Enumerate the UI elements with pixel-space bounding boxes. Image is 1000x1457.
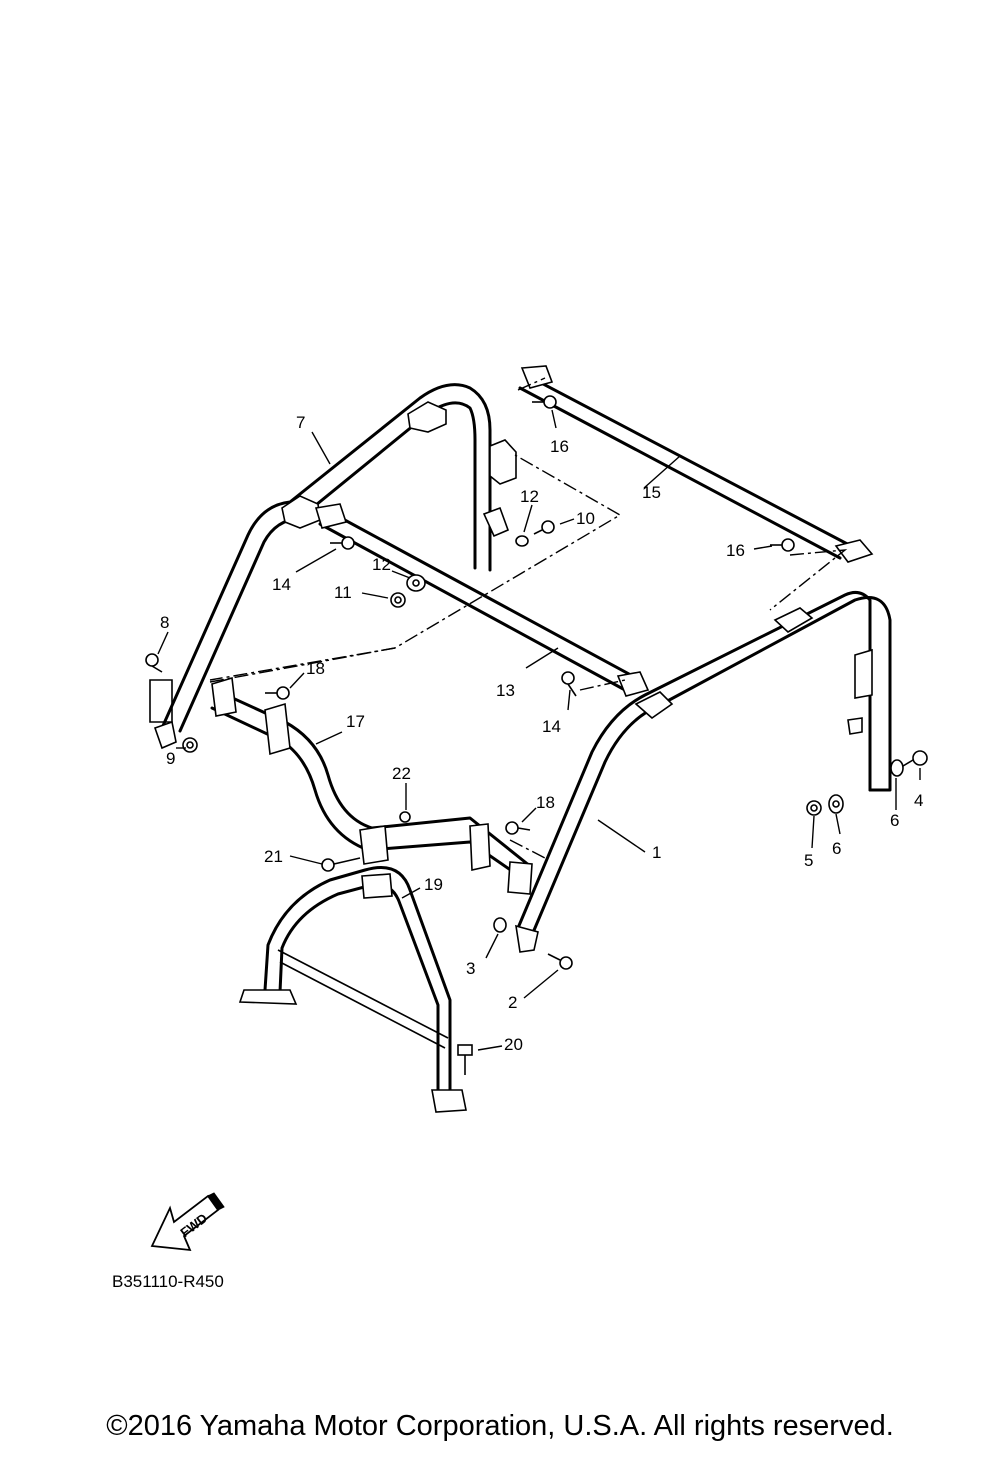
roll-hoop-left [153,383,517,750]
bolt-16-upper [532,395,557,409]
lower-cross-bar [210,676,533,895]
collar-12-lower [406,574,426,592]
callout-4: 4 [914,791,923,810]
callout-5: 5 [804,851,813,870]
leader-lines [157,409,921,1051]
bolt-14-right [561,671,577,697]
callout-13: 13 [496,681,515,700]
washer-22 [399,811,411,823]
callout-11: 11 [334,583,352,602]
callout-16-right: 16 [726,541,745,560]
bolt-4 [902,750,928,767]
callout-7: 7 [296,413,305,432]
bolt-16-right [770,538,795,552]
callout-6-right: 6 [890,811,899,830]
bolt-18-left [265,686,290,700]
callout-14-right: 14 [542,717,561,736]
alignment-line-upper-rear [517,377,546,391]
bolt-10 [533,520,555,535]
callout-16-upper: 16 [550,437,569,456]
callout-22: 22 [392,764,411,783]
nut-11 [390,592,406,608]
bracket-line-left [149,679,173,723]
callout-19: 19 [424,875,443,894]
callout-9: 9 [166,749,175,768]
washer-3 [493,917,507,933]
alignment-line-lower [509,839,546,859]
callout-3: 3 [466,959,475,978]
callout-14-left: 14 [272,575,291,594]
callout-numbers: 7 16 15 16 10 12 12 11 14 8 9 18 17 13 1… [160,413,923,1054]
fwd-arrow-icon: FWD [150,1192,225,1252]
alignment-line-upper-right [769,549,848,611]
callout-18-right: 18 [536,793,555,812]
callout-17: 17 [346,712,365,731]
collar-6-left [828,794,844,814]
callout-1: 1 [652,843,661,862]
callout-12-lower: 12 [372,555,391,574]
washer-12-upper [515,535,529,547]
callout-12-upper: 12 [520,487,539,506]
fasteners [145,395,928,1075]
alignment-line-left [209,454,622,683]
bolt-21 [321,857,361,872]
callout-2: 2 [508,993,517,1012]
bolt-2 [547,953,573,970]
callout-21: 21 [264,847,283,866]
bolt-14-left [330,536,355,550]
lower-support-hoop [238,866,467,1113]
roll-hoop-right [515,590,892,953]
callout-8: 8 [160,613,169,632]
callout-6-left: 6 [832,839,841,858]
bolt-18-right [505,821,531,835]
middle-cross-bar [314,503,650,697]
callout-10: 10 [576,509,595,528]
bolt-20 [457,1044,473,1075]
bolt-8 [145,653,163,673]
reference-code: B351110-R450 [112,1272,224,1291]
callout-15: 15 [642,483,661,502]
callout-20: 20 [504,1035,523,1054]
alignment-line-left-bolt [209,647,396,681]
copyright-notice: ©2016 Yamaha Motor Corporation, U.S.A. A… [106,1410,894,1442]
callout-18-left: 18 [306,659,325,678]
upper-cross-bar [518,365,874,563]
nut-9 [182,737,198,753]
nut-5 [806,800,822,816]
alignment-line-middle-right [579,679,626,691]
washer-6-right [890,759,904,777]
